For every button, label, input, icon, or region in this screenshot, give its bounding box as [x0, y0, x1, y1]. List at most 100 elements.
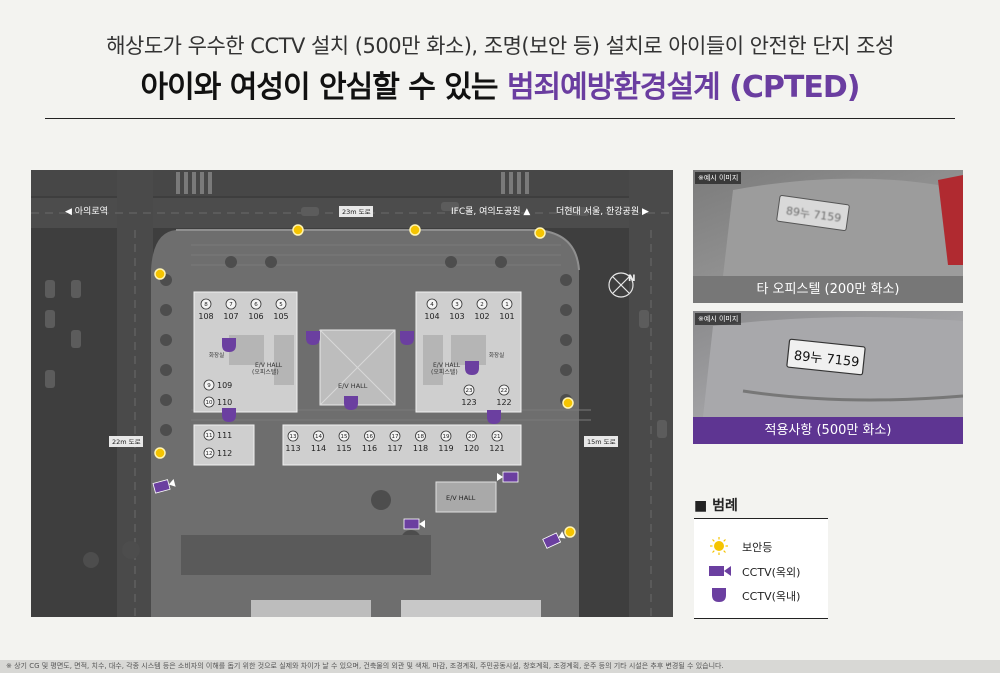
unit-label: 101: [499, 312, 514, 321]
unit-number-circle: [463, 384, 475, 396]
unit-label: 118: [413, 444, 428, 453]
restroom-left-label: 화장실: [209, 351, 224, 359]
security-light-icon: [564, 526, 576, 538]
cctv-indoor-icon: [465, 361, 479, 375]
ev-hall-left-label: E/V HALL(오피스텔): [252, 362, 283, 376]
unit-number: 15: [341, 434, 348, 440]
unit-number-circle: [426, 298, 438, 310]
cctv-outdoor-icon: [542, 531, 566, 549]
unit-114: 14 114: [311, 430, 326, 453]
unit-label: 119: [438, 444, 453, 453]
map-label-road-right: 15m 도로: [587, 438, 616, 446]
header-subtitle: 해상도가 우수한 CCTV 설치 (500만 화소), 조명(보안 등) 설치로…: [106, 34, 894, 58]
unit-number: 6: [254, 302, 258, 308]
security-light-icon: [292, 224, 304, 236]
unit-number-circle: [200, 298, 212, 310]
unit-number: 20: [468, 434, 475, 440]
unit-number-circle: [275, 298, 287, 310]
header-title: 아이와 여성이 안심할 수 있는 범죄예방환경설계 (CPTED): [0, 62, 1000, 106]
cctv-outdoor-icon: [497, 471, 519, 483]
unit-110: 10 110: [203, 396, 232, 408]
unit-number-circle: [476, 298, 488, 310]
unit-label: 109: [217, 381, 232, 390]
unit-number-circle: [451, 298, 463, 310]
legend-label-cctv-outdoor: CCTV(옥외): [742, 566, 801, 579]
map-label-center: IFC몰, 여의도공원 ▲: [451, 205, 530, 217]
unit-number: 5: [279, 302, 283, 308]
unit-number-circle: [203, 379, 215, 391]
legend-item-cctv-outdoor: CCTV(옥외): [708, 562, 800, 580]
unit-number-circle: [415, 430, 426, 442]
unit-label: 116: [362, 444, 377, 453]
unit-number-circle: [203, 429, 215, 441]
cctv-indoor-icon: [344, 396, 358, 410]
unit-number-circle: [440, 430, 452, 442]
map-label-road-left: 22m 도로: [112, 438, 141, 446]
restroom-right-label: 화장실: [489, 351, 504, 359]
unit-label: 121: [489, 444, 504, 453]
unit-107: 7 107: [223, 298, 239, 321]
security-light-icon: [710, 537, 728, 555]
site-plan-map: ◀ 아의로역 23m 도로 IFC몰, 여의도공원 ▲ 더현대 서울, 한강공원…: [31, 170, 673, 617]
unit-label: 102: [474, 312, 489, 321]
unit-number: 1: [505, 302, 509, 308]
unit-number-circle: [250, 298, 262, 310]
unit-number-circle: [501, 298, 513, 310]
unit-label: 114: [311, 444, 326, 453]
unit-103: 3 103: [449, 298, 465, 321]
unit-number: 16: [366, 434, 373, 440]
ev-hall-right-label: E/V HALL(오피스텔): [431, 362, 461, 376]
unit-label: 122: [496, 398, 511, 407]
legend-label-cctv-indoor: CCTV(옥내): [742, 590, 801, 603]
unit-number: 8: [204, 302, 208, 308]
example-image-tag-1: ※예시 이미지: [695, 172, 742, 184]
unit-number-circle: [364, 430, 375, 442]
unit-label: 107: [223, 312, 238, 321]
unit-label: 104: [424, 312, 439, 321]
footer-disclaimer: ※ 상기 CG 및 평면도, 면적, 치수, 대수, 각종 시스템 등은 소비자…: [0, 660, 1000, 673]
photo-caption-1: 타 오피스텔 (200만 화소): [693, 276, 963, 303]
unit-number: 14: [315, 434, 322, 440]
unit-number: 7: [229, 302, 233, 308]
example-photo-200mp: 89누 7159 ※예시 이미지: [693, 170, 963, 276]
header-divider: [45, 118, 955, 119]
title-main: 아이와 여성이 안심할 수 있는: [140, 70, 507, 105]
legend-label-light: 보안등: [742, 541, 773, 554]
unit-number: 21: [494, 434, 501, 440]
security-light-icon: [534, 227, 546, 239]
unit-105: 5 105: [273, 298, 289, 321]
unit-label: 123: [461, 398, 476, 407]
unit-number-circle: [203, 447, 215, 459]
unit-number-circle: [389, 430, 401, 442]
unit-label: 105: [273, 312, 288, 321]
unit-label: 108: [198, 312, 213, 321]
cctv-indoor-icon: [222, 408, 236, 422]
unit-number-circle: [203, 396, 215, 408]
unit-label: 110: [217, 398, 232, 407]
unit-label: 103: [449, 312, 464, 321]
unit-number-circle: [225, 298, 237, 310]
legend-item-cctv-indoor: CCTV(옥내): [708, 586, 800, 604]
cctv-indoor-icon: [487, 410, 501, 424]
map-label-left: ◀ 아의로역: [65, 206, 108, 217]
unit-116: 16 116: [362, 430, 377, 453]
unit-number: 17: [392, 434, 399, 440]
unit-number: 2: [480, 302, 484, 308]
cctv-indoor-icon: [712, 588, 726, 602]
unit-number: 10: [206, 400, 213, 406]
legend-title: ■ 범례: [694, 498, 738, 514]
unit-label: 106: [248, 312, 263, 321]
unit-number-circle: [466, 430, 477, 442]
unit-number-circle: [313, 430, 324, 442]
unit-number: 3: [455, 302, 459, 308]
